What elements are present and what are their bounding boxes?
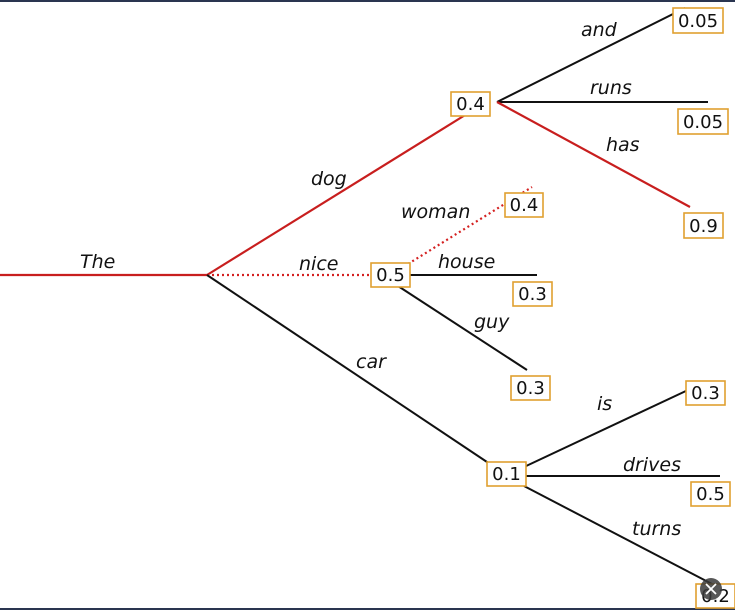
edge-car-turns [523,485,713,585]
close-icon[interactable] [700,578,722,600]
prob-dog: 0.4 [456,94,485,115]
edge-the-car [206,274,491,465]
word-is: is [597,393,612,415]
word-the: The [80,251,115,273]
word-nice: nice [299,253,338,275]
prob-box-drives: 0.5 [690,481,731,507]
prob-house: 0.3 [518,284,547,305]
prob-box-woman: 0.4 [504,192,544,218]
prob-drives: 0.5 [696,484,725,505]
edge-dog-and [496,7,686,103]
prob-guy: 0.3 [516,378,545,399]
word-house: house [438,251,495,273]
word-dog: dog [311,168,347,190]
prob-box-guy: 0.3 [510,375,551,401]
edge-the-dog [206,111,471,276]
prob-is: 0.3 [691,383,720,404]
prob-box-car: 0.1 [486,461,527,487]
word-woman: woman [401,201,470,223]
word-has: has [606,134,640,156]
prob-woman: 0.4 [510,195,539,216]
edge-nice-guy [397,285,528,371]
prob-box-house: 0.3 [512,281,553,307]
word-runs: runs [590,77,632,99]
prob-box-has: 0.9 [683,212,724,239]
word-and: and [581,19,618,41]
prob-and: 0.05 [678,11,718,32]
prob-box-dog: 0.4 [450,91,491,117]
prob-box-nice: 0.5 [370,262,411,288]
prob-box-is: 0.3 [685,380,726,406]
prob-box-and: 0.05 [672,7,724,34]
prob-box-runs: 0.05 [677,108,729,135]
word-drives: drives [623,454,681,476]
word-turns: turns [632,518,681,540]
prob-car: 0.1 [492,464,521,485]
edge-car-is [523,389,689,468]
edge-dog-has [496,101,691,208]
prob-has: 0.9 [689,216,718,237]
word-guy: guy [474,311,510,333]
word-car: car [356,351,387,373]
prob-nice: 0.5 [376,265,405,286]
prob-runs: 0.05 [683,112,723,133]
